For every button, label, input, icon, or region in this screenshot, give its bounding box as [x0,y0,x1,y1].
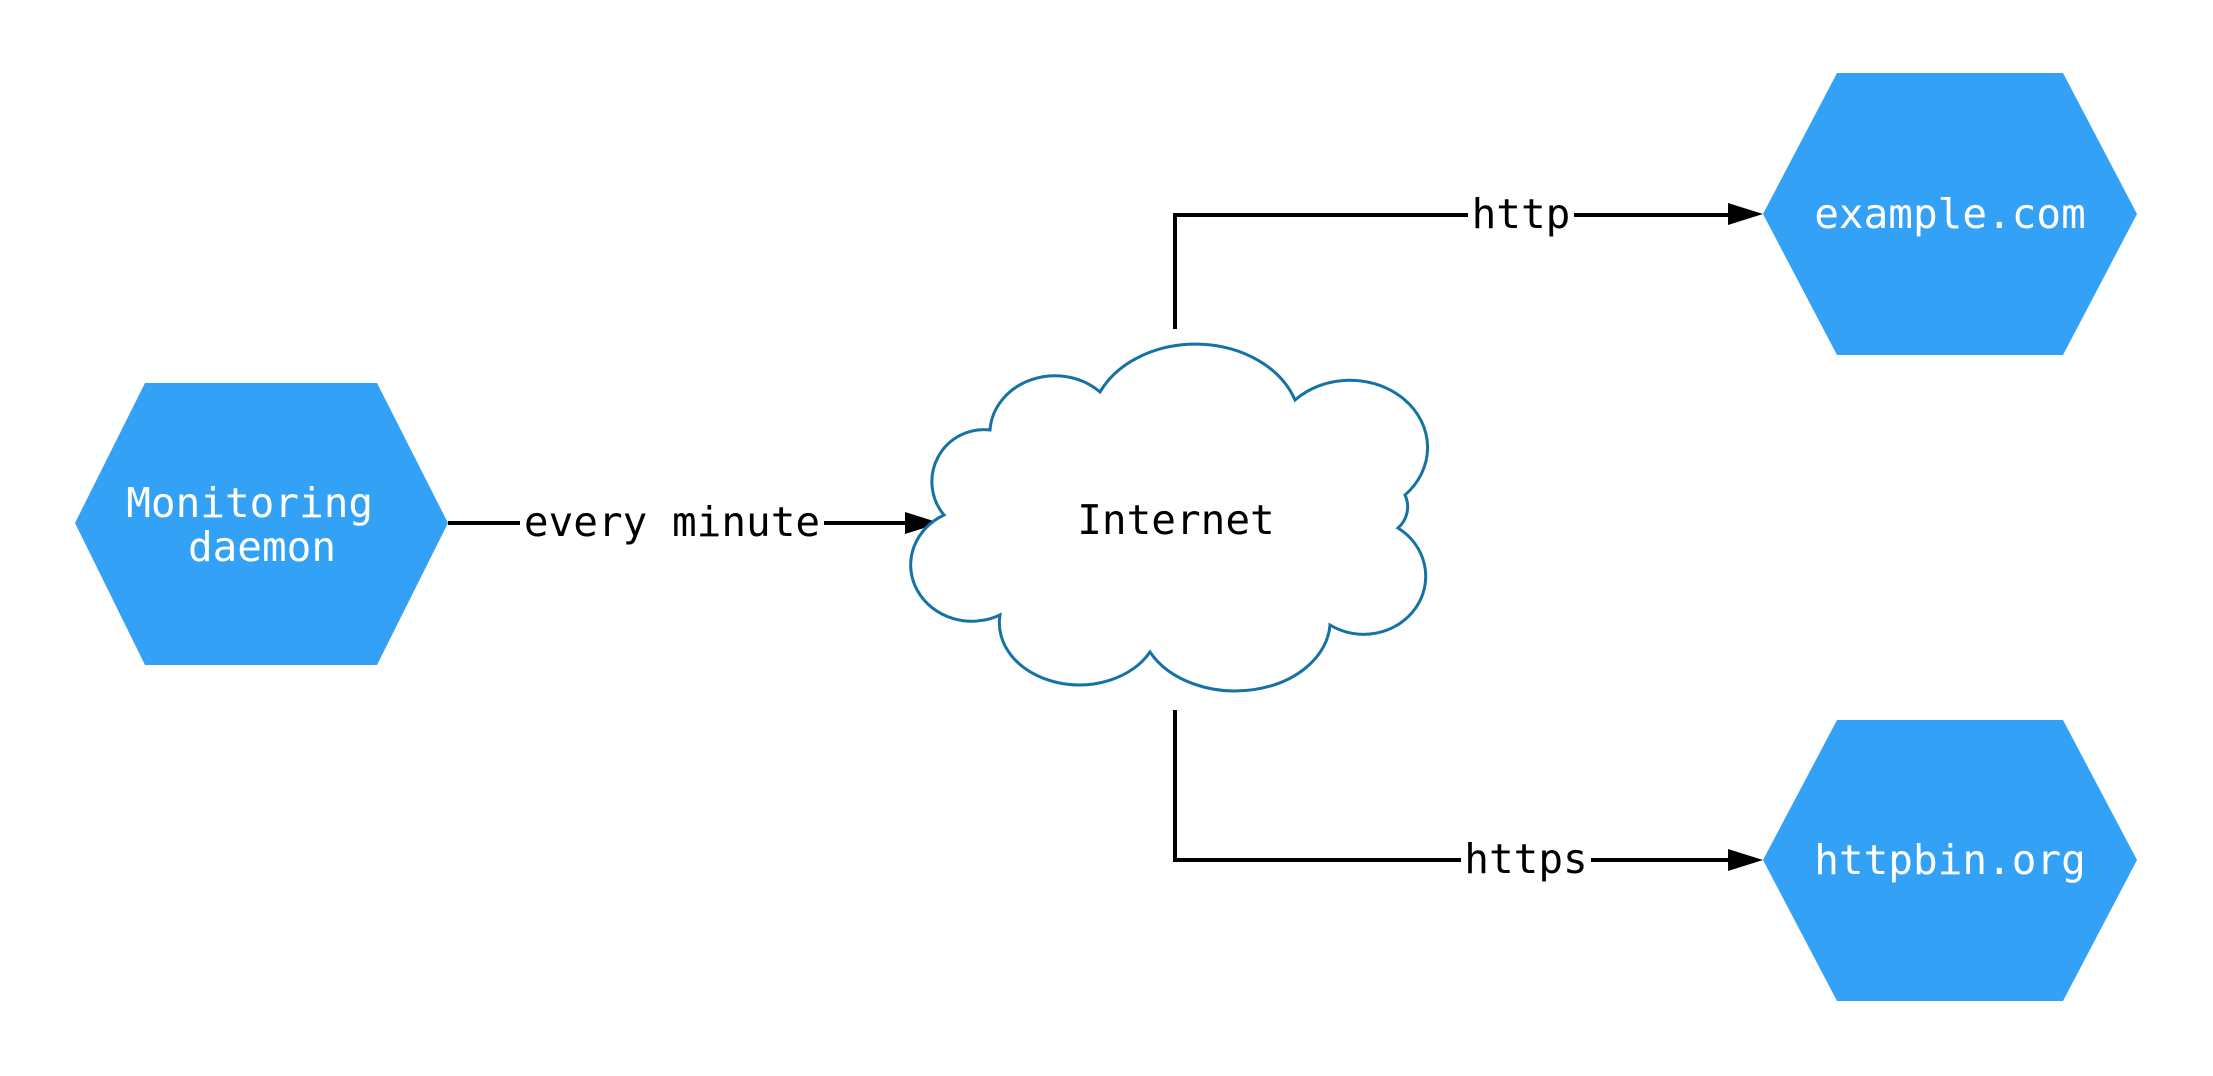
edge-https-label: https [1464,835,1587,883]
edge-http-label: http [1472,190,1571,238]
node-internet-cloud [909,342,1430,693]
edge-https-arrowhead [1728,849,1763,871]
edge-http-elbow-line [1173,213,1468,329]
edge-http-arrowhead [1728,203,1763,225]
node-monitoring-daemon-label-line1: Monitoring [126,479,373,527]
node-internet-label: Internet [1077,496,1274,544]
node-example-com-label: example.com [1814,190,2086,238]
node-httpbin-org-hexagon [1763,720,2137,1001]
node-monitoring-daemon-label-line2: daemon [188,523,336,571]
node-httpbin-org-label: httpbin.org [1814,836,2086,884]
edge-every-minute-label: every minute [524,498,820,546]
edge-https-elbow-line [1173,710,1461,862]
node-monitoring-daemon-label: Monitoring daemon [126,479,398,571]
edge-every-minute-arrowhead [905,512,940,534]
node-example-com-hexagon [1763,73,2137,355]
node-monitoring-daemon-hexagon [75,383,448,665]
